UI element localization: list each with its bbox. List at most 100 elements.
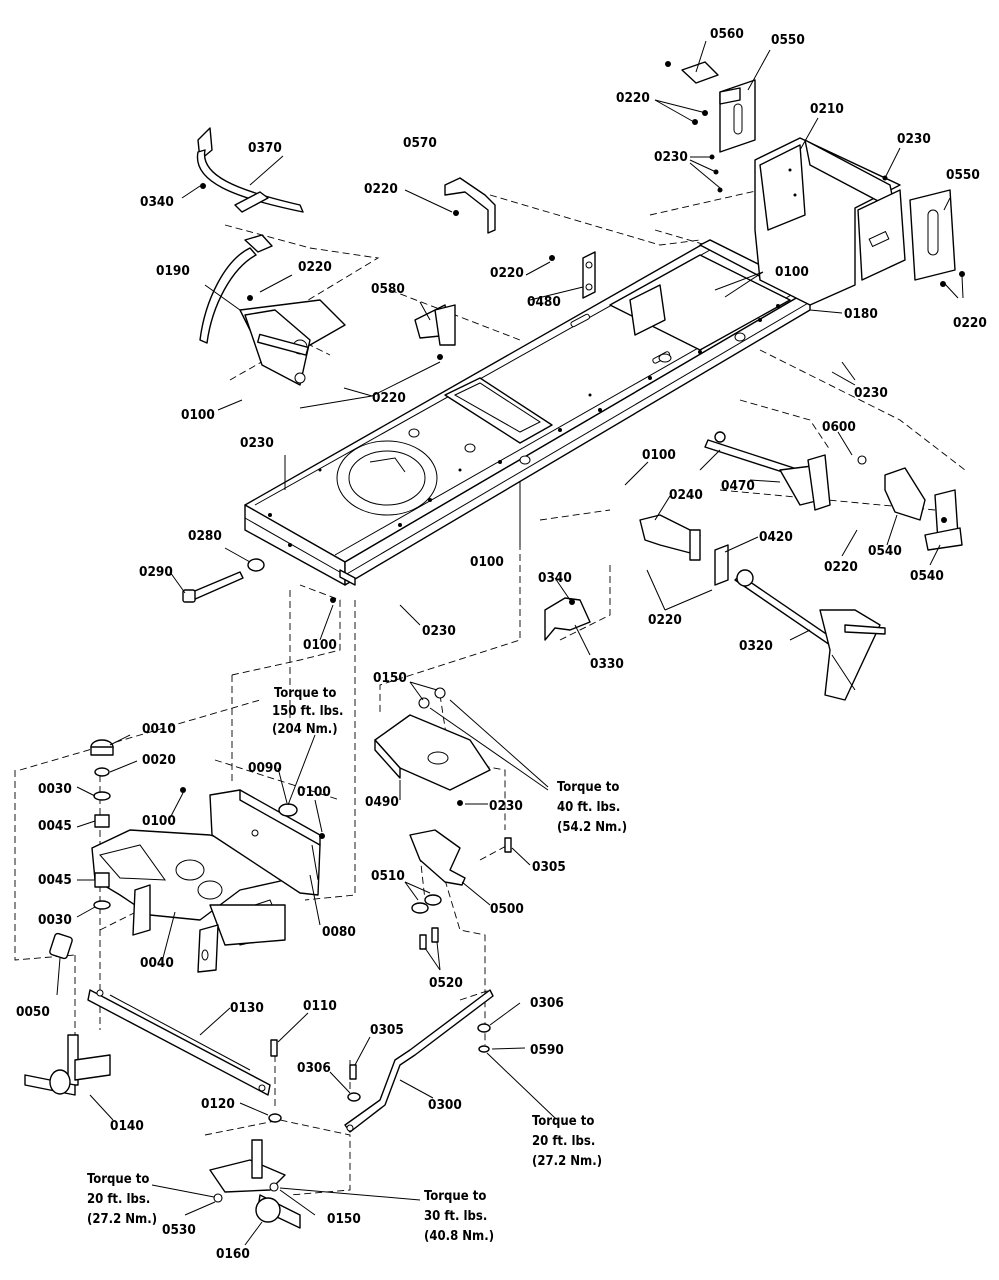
torque-note-40-line3: (54.2 Nm.) — [557, 820, 627, 835]
washer-0280 — [247, 558, 265, 572]
support-0080 — [209, 789, 321, 896]
washer-0030-bottom — [93, 900, 111, 910]
callout-0180: 0180 — [844, 306, 878, 322]
torque-note-40-line1: Torque to — [557, 780, 619, 795]
callout-0030: 0030 — [38, 781, 72, 797]
callout-0306: 0306 — [530, 995, 564, 1011]
callout-0100: 0100 — [297, 784, 331, 800]
torque-note-20-right-line3: (27.2 Nm.) — [532, 1154, 602, 1169]
callout-0100: 0100 — [181, 407, 215, 423]
torque-note-20-right-line2: 20 ft. lbs. — [532, 1134, 595, 1149]
link-0480 — [549, 251, 596, 299]
nut-0590 — [478, 1045, 490, 1053]
callout-0120: 0120 — [201, 1096, 235, 1112]
callout-0230: 0230 — [489, 798, 523, 814]
main-frame — [244, 239, 811, 586]
callout-0570: 0570 — [403, 135, 437, 151]
torque-note-20-left-line2: 20 ft. lbs. — [87, 1192, 150, 1207]
washers-0510 — [411, 894, 442, 914]
callout-0340: 0340 — [538, 570, 572, 586]
torque-note-40-line2: 40 ft. lbs. — [557, 800, 620, 815]
callout-0220: 0220 — [616, 90, 650, 106]
torque-note-20-left-line3: (27.2 Nm.) — [87, 1212, 157, 1227]
callout-0560: 0560 — [710, 26, 744, 42]
callout-0550: 0550 — [946, 167, 980, 183]
callout-0490: 0490 — [365, 794, 399, 810]
plate-0500 — [409, 829, 466, 886]
callout-0500: 0500 — [490, 901, 524, 917]
bolt-0290 — [182, 571, 244, 603]
guard-0540-b — [924, 489, 963, 551]
rod-0470 — [704, 431, 831, 511]
callout-0240: 0240 — [669, 487, 703, 503]
callout-0600: 0600 — [822, 419, 856, 435]
callout-0110: 0110 — [303, 998, 337, 1014]
shaft-0320 — [734, 569, 886, 701]
bushing-0050 — [49, 932, 73, 960]
callout-0100: 0100 — [775, 264, 809, 280]
callout-0220: 0220 — [648, 612, 682, 628]
torque-note-20-left-line1: Torque to — [87, 1172, 149, 1187]
callout-0550: 0550 — [771, 32, 805, 48]
callout-0050: 0050 — [16, 1004, 50, 1020]
torque-note-30-line2: 30 ft. lbs. — [424, 1209, 487, 1224]
nut-0090 — [278, 803, 298, 817]
callout-0140: 0140 — [110, 1118, 144, 1134]
bushing-0045-bottom — [94, 872, 110, 888]
callout-0220: 0220 — [298, 259, 332, 275]
callout-0030: 0030 — [38, 912, 72, 928]
callout-0590: 0590 — [530, 1042, 564, 1058]
callout-0210: 0210 — [810, 101, 844, 117]
bolts-0520 — [419, 927, 439, 950]
torque-note-30-line3: (40.8 Nm.) — [424, 1229, 494, 1244]
bushing-0045-top — [94, 814, 110, 828]
cap-0010 — [90, 739, 114, 756]
callout-0045: 0045 — [38, 872, 72, 888]
bracket-0570 — [444, 177, 496, 234]
callout-0045: 0045 — [38, 818, 72, 834]
callout-0540: 0540 — [910, 568, 944, 584]
callout-0530: 0530 — [162, 1222, 196, 1238]
callout-0130: 0130 — [230, 1000, 264, 1016]
callout-0220: 0220 — [490, 265, 524, 281]
bracket-0550-left — [692, 79, 756, 153]
callout-0580: 0580 — [371, 281, 405, 297]
callout-0370: 0370 — [248, 140, 282, 156]
spindle-0140 — [24, 1034, 111, 1096]
washers-0306 — [347, 1023, 491, 1102]
callout-0220: 0220 — [364, 181, 398, 197]
plate-0420 — [714, 544, 729, 586]
bracket-0240 — [639, 514, 701, 561]
bracket-0580 — [414, 304, 456, 360]
nut-0100-right — [319, 833, 325, 839]
callout-0300: 0300 — [428, 1097, 462, 1113]
nut-0100-left — [180, 787, 186, 793]
tierod-0130 — [87, 989, 271, 1096]
callout-0330: 0330 — [590, 656, 624, 672]
callout-0290: 0290 — [139, 564, 173, 580]
pedal-bracket-0190 — [199, 234, 346, 386]
callout-0470: 0470 — [721, 478, 755, 494]
torque-note-20-right-line1: Torque to — [532, 1114, 594, 1129]
washer-0030-top — [93, 791, 111, 801]
bolt-0305-upper — [504, 837, 512, 853]
callout-labels: 0560 0550 0210 0230 0220 0230 0550 0220 … — [16, 26, 987, 1262]
callout-0230: 0230 — [854, 385, 888, 401]
callout-0305: 0305 — [532, 859, 566, 875]
callout-0320: 0320 — [739, 638, 773, 654]
callout-0010: 0010 — [142, 721, 176, 737]
callout-0220: 0220 — [372, 390, 406, 406]
guard-0540-a — [884, 467, 926, 521]
callout-0420: 0420 — [759, 529, 793, 545]
panel-0210 — [709, 137, 906, 306]
callout-0540: 0540 — [868, 543, 902, 559]
leader-lines — [56, 40, 964, 1246]
callout-0190: 0190 — [156, 263, 190, 279]
callout-0150: 0150 — [373, 670, 407, 686]
callout-0100: 0100 — [303, 637, 337, 653]
callout-0160: 0160 — [216, 1246, 250, 1262]
callout-0520: 0520 — [429, 975, 463, 991]
torque-note-150-line1: Torque to — [274, 686, 336, 701]
arm-0330 — [544, 597, 591, 641]
bolt-0110 — [270, 1039, 278, 1057]
